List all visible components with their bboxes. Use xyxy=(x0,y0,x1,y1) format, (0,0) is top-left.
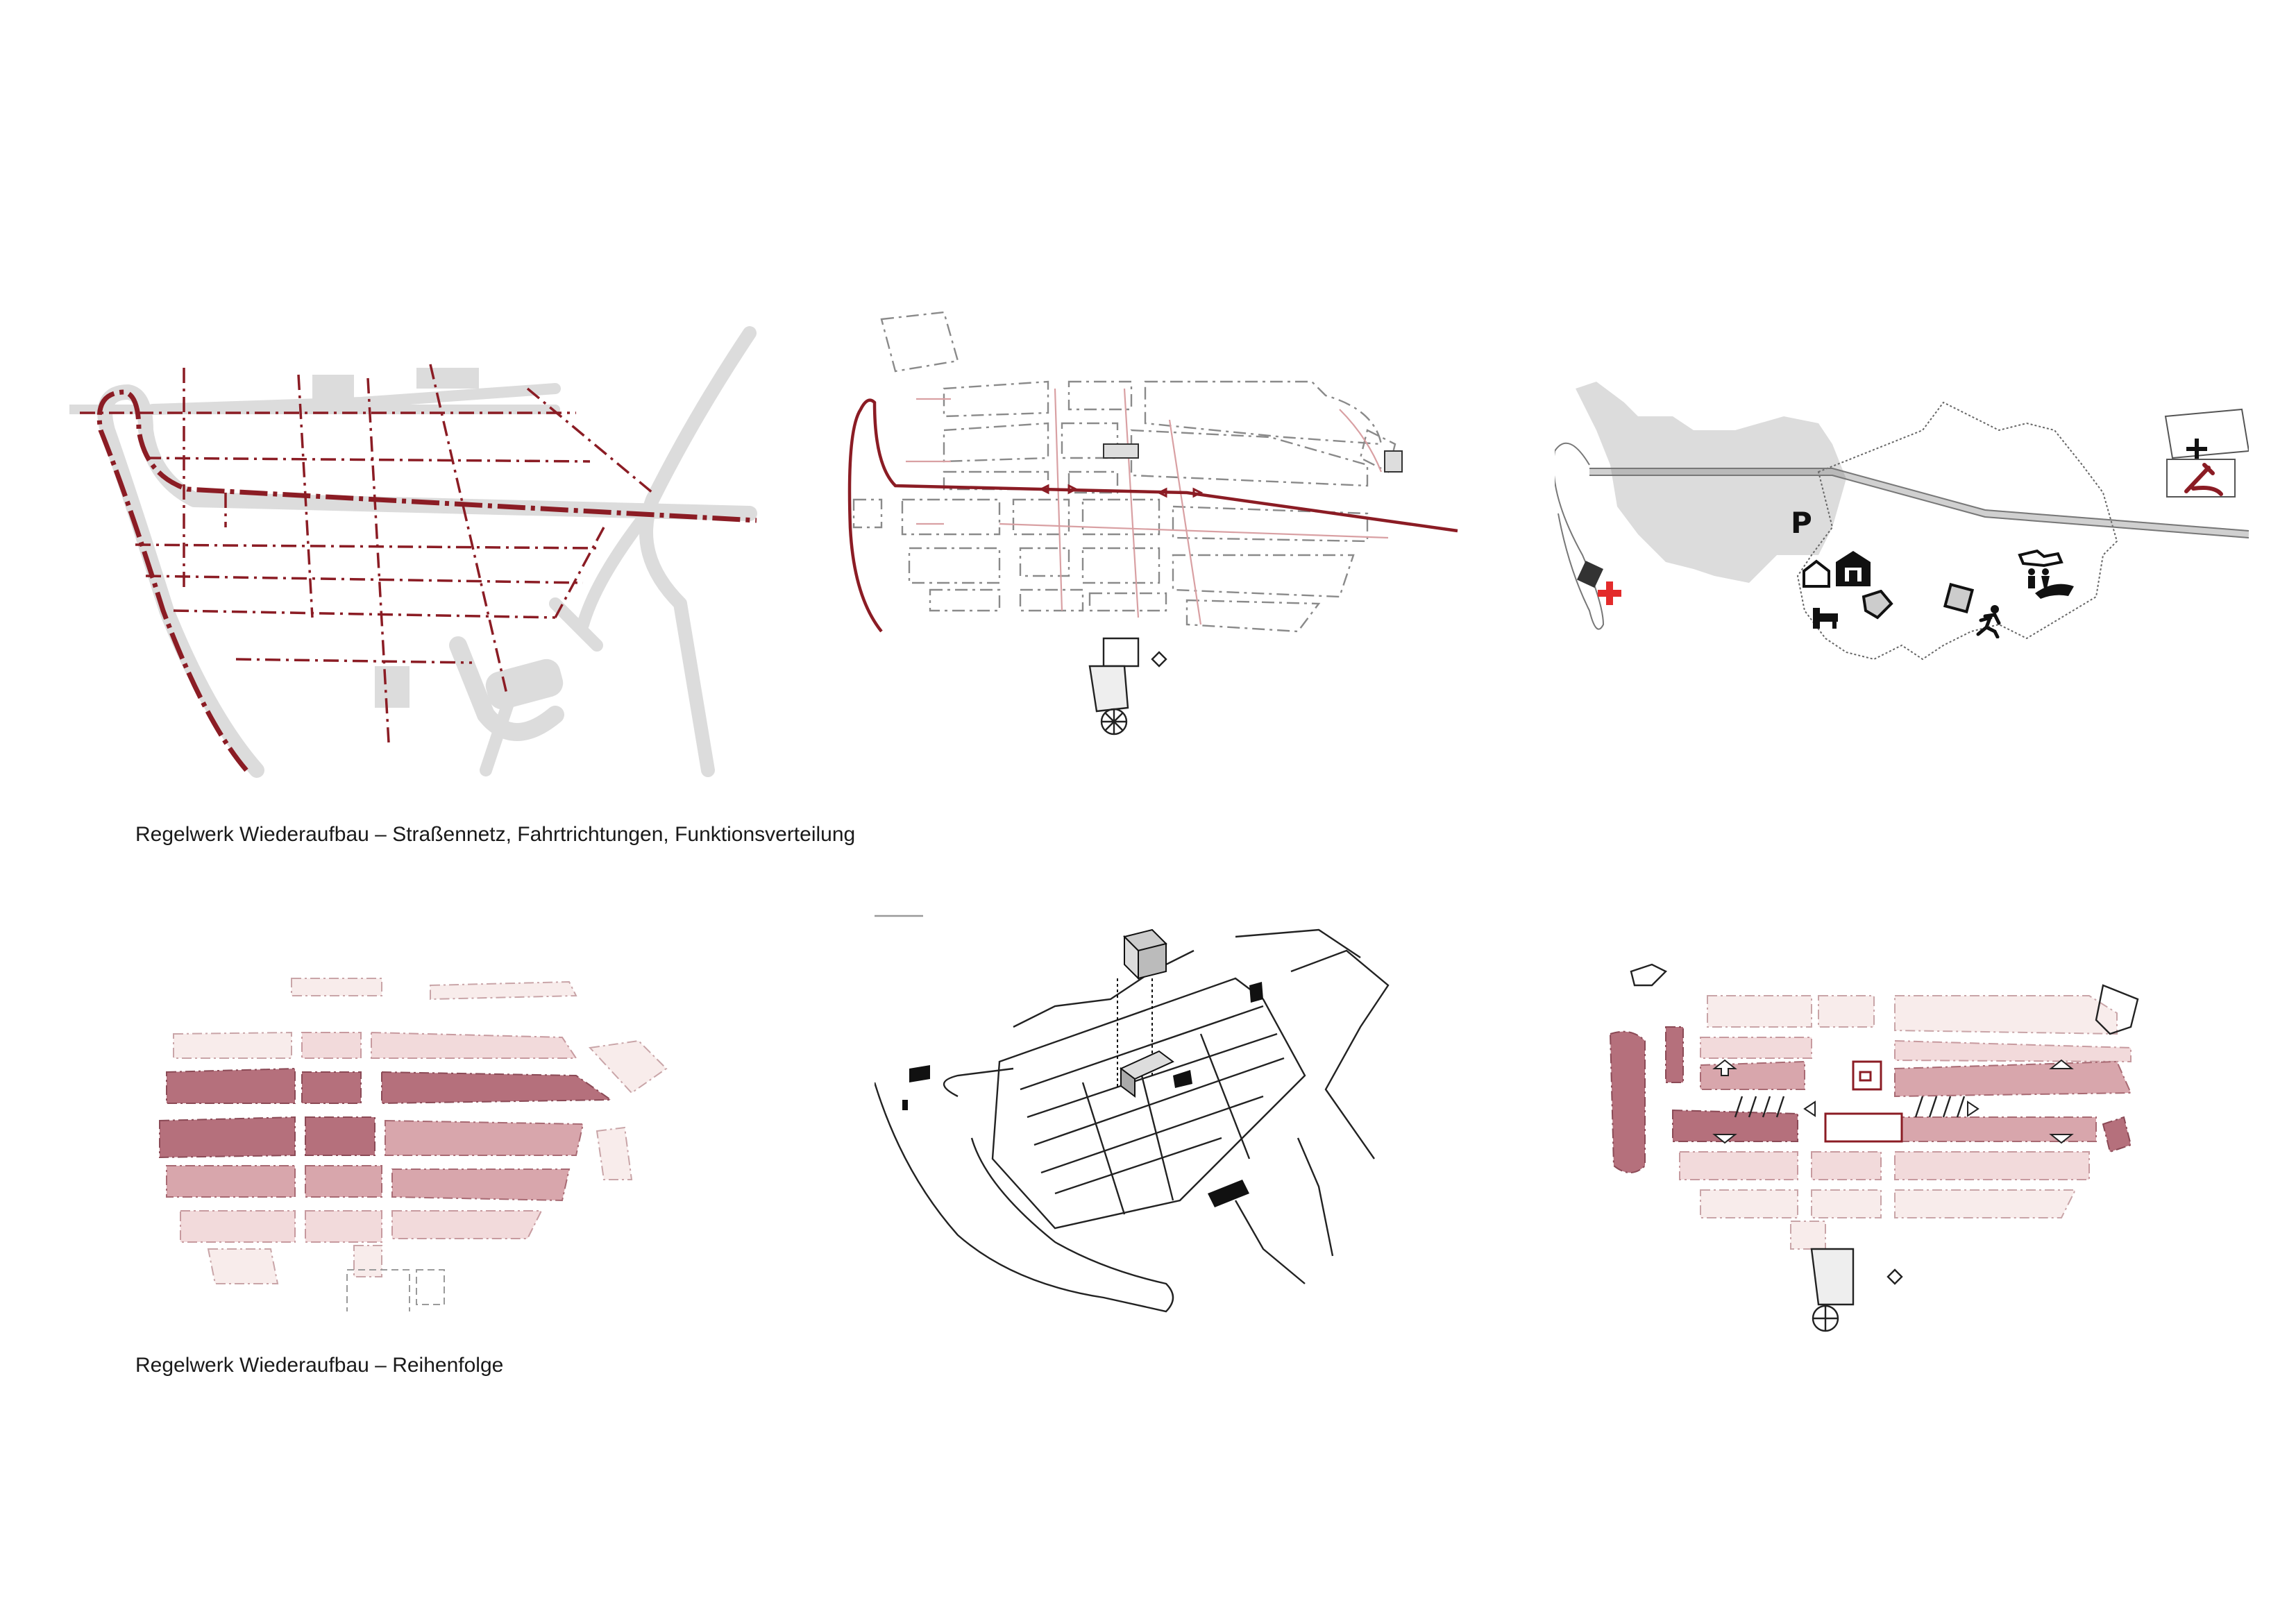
panel-axonometric xyxy=(875,909,1430,1339)
driving-directions-map xyxy=(847,311,1458,736)
caption-row1: Regelwerk Wiederaufbau – Straßennetz, Fa… xyxy=(135,823,856,846)
building-icon xyxy=(1860,590,1895,621)
hiker-icon xyxy=(2034,572,2075,600)
sequence-hatched-map xyxy=(159,978,668,1311)
function-distribution-map: P xyxy=(1555,382,2249,661)
sequence-detail-map xyxy=(1609,963,2139,1332)
square-icon xyxy=(1943,583,1974,613)
street-network-map xyxy=(69,326,757,778)
church-icon xyxy=(1832,548,1874,590)
caption-row2: Regelwerk Wiederaufbau – Reihenfolge xyxy=(135,1354,504,1377)
bed-icon xyxy=(1812,604,1839,631)
panel-street-network xyxy=(69,326,763,784)
panel-sequence-detail xyxy=(1589,958,2193,1360)
restaurant-box xyxy=(2166,458,2238,500)
panel-function-distribution: P xyxy=(1555,375,2249,701)
hospital-cross-icon xyxy=(1598,581,1621,605)
panel-driving-directions xyxy=(840,305,1485,736)
house-icon xyxy=(1801,559,1832,590)
axonometric-map xyxy=(875,915,1390,1313)
panel-sequence-hatched xyxy=(153,971,694,1311)
parking-icon: P xyxy=(1791,506,1812,540)
restroom-icon xyxy=(2016,548,2065,590)
runner-icon xyxy=(1971,604,2006,638)
